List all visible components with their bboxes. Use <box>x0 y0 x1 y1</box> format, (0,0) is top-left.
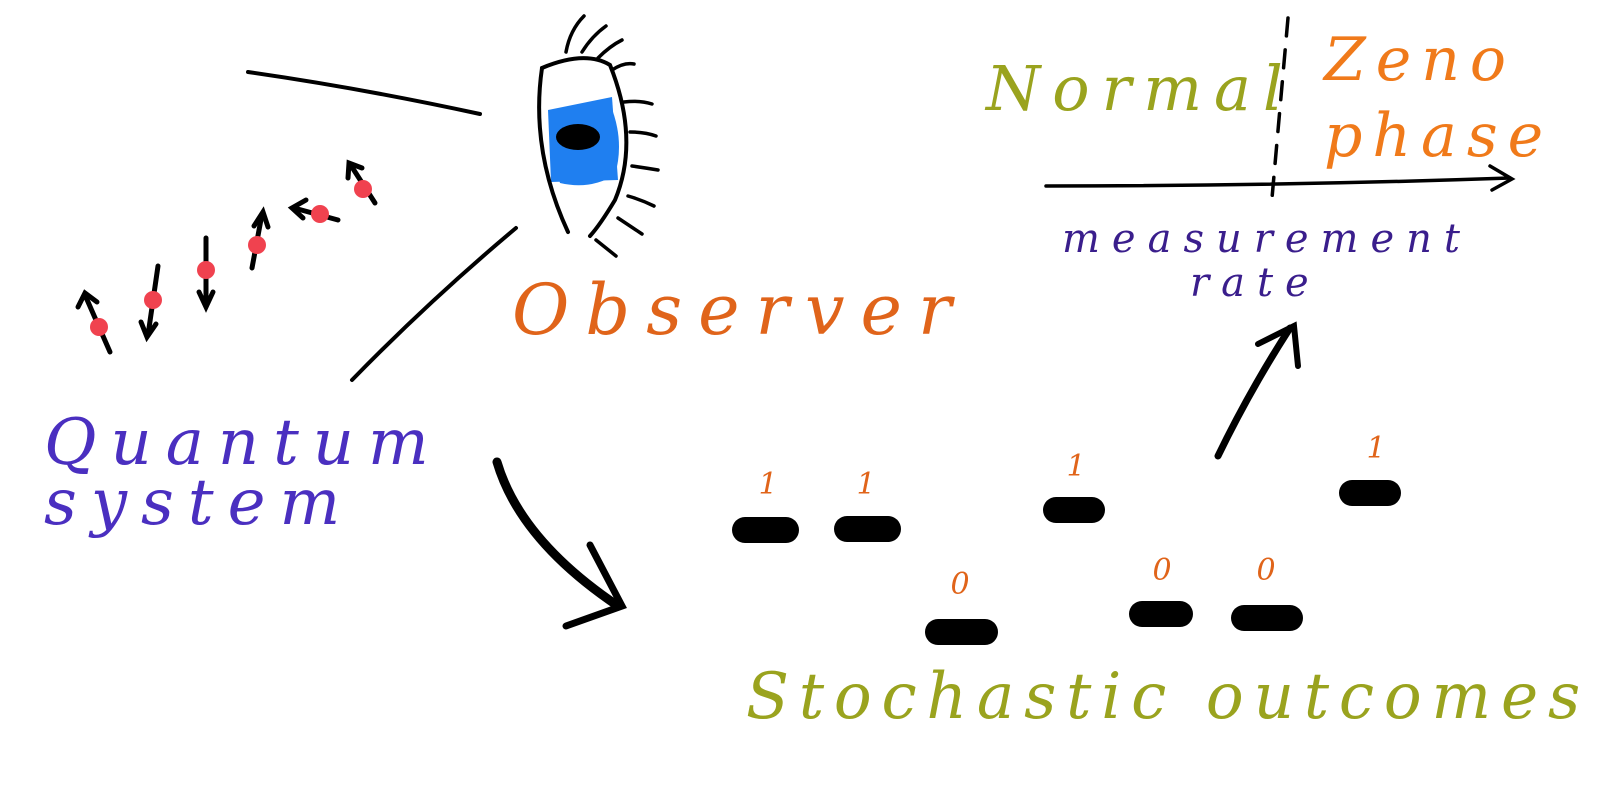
rate-axis <box>1044 176 1512 188</box>
outcome-digit: 1 <box>1366 431 1385 466</box>
spin-icon <box>345 159 378 206</box>
outcome-arrow-icon <box>492 457 627 630</box>
normal-phase-label: Normal <box>984 52 1295 125</box>
zeno-phase-label-line1: Zeno <box>1322 25 1516 95</box>
quantum-system-label-line2: system <box>44 466 354 540</box>
spin-icon <box>248 206 271 271</box>
spin-icon <box>287 197 341 223</box>
outcome-digit: 1 <box>856 467 875 502</box>
spin-icon <box>196 235 216 313</box>
pupil-icon <box>556 124 600 150</box>
outcome-digit: 0 <box>950 567 969 602</box>
spin-icon <box>138 263 162 343</box>
zeno-phase-label-line2: phase <box>1324 101 1553 171</box>
outcome-digit: 1 <box>758 467 777 502</box>
outcome-digit: 1 <box>1066 449 1085 484</box>
outcome-digits: 1 1 0 1 0 0 1 <box>758 431 1385 602</box>
eye-icon <box>537 14 660 258</box>
rate-arrow-icon <box>1214 321 1301 460</box>
outcome-digit: 0 <box>1256 553 1275 588</box>
sight-line-top <box>246 70 482 116</box>
eyelash-icons <box>564 14 660 258</box>
rate-axis-arrowhead-icon <box>1488 164 1516 192</box>
outcome-bars <box>732 480 1401 645</box>
axis-label-line1: measurement <box>1062 216 1472 262</box>
stochastic-outcomes-label: Stochastic outcomes <box>746 660 1590 734</box>
spin-chain <box>75 159 378 355</box>
observer-label: Observer <box>512 269 967 351</box>
sight-line-bottom <box>350 226 518 382</box>
spin-icon <box>75 289 113 355</box>
outcome-digit: 0 <box>1152 553 1171 588</box>
axis-label-line2: rate <box>1190 260 1321 306</box>
quantum-system-label-line1: Quantum <box>44 406 443 480</box>
